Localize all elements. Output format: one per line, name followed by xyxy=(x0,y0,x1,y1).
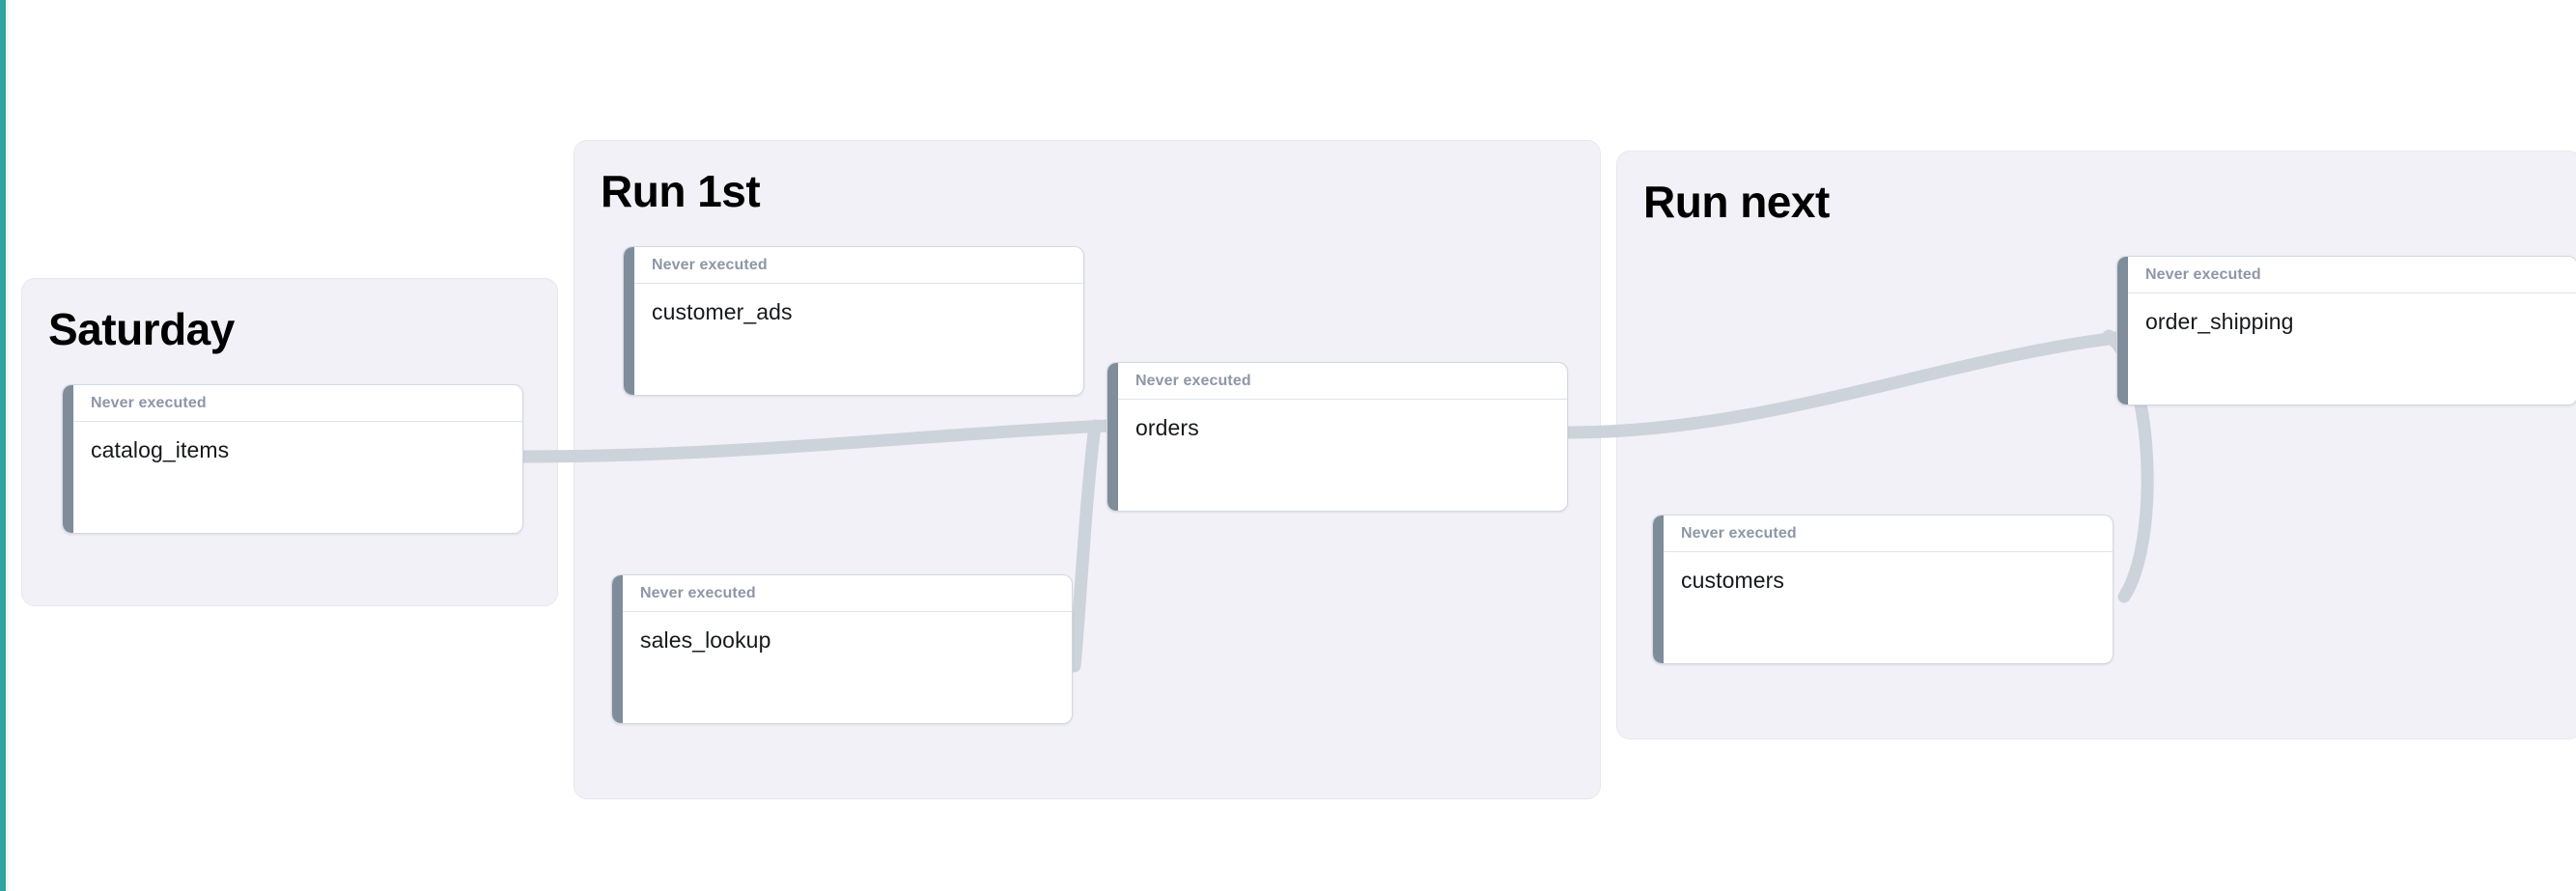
node-card-customers[interactable]: Never executed customers xyxy=(1652,515,2114,664)
node-status-accent-bar xyxy=(624,247,634,395)
node-name-label: order_shipping xyxy=(2145,309,2294,334)
node-body: Never executed order_shipping xyxy=(2128,257,2576,404)
node-name-label: catalog_items xyxy=(91,437,230,462)
node-name-label: sales_lookup xyxy=(640,627,771,653)
node-body: Never executed customers xyxy=(1664,515,2113,663)
node-status-label: Never executed xyxy=(634,247,1083,284)
node-name-label: customer_ads xyxy=(652,299,793,324)
node-card-catalog-items[interactable]: Never executed catalog_items xyxy=(62,384,523,534)
group-title-run-1st: Run 1st xyxy=(601,166,761,216)
node-body: Never executed sales_lookup xyxy=(623,575,1072,723)
node-status-label: Never executed xyxy=(2128,257,2576,293)
node-card-sales-lookup[interactable]: Never executed sales_lookup xyxy=(611,574,1073,724)
node-status-accent-bar xyxy=(612,575,623,723)
node-status-label: Never executed xyxy=(1118,363,1567,400)
node-body: Never executed orders xyxy=(1118,363,1567,511)
group-title-saturday: Saturday xyxy=(48,304,235,354)
left-accent-rail xyxy=(0,0,6,891)
node-body: Never executed customer_ads xyxy=(634,247,1083,395)
node-name-label: customers xyxy=(1681,568,1784,593)
node-name-label: orders xyxy=(1135,415,1199,440)
node-status-accent-bar xyxy=(2117,257,2128,404)
node-status-accent-bar xyxy=(63,385,73,533)
node-status-label: Never executed xyxy=(623,575,1072,612)
node-status-label: Never executed xyxy=(1664,515,2113,552)
node-status-accent-bar xyxy=(1107,363,1118,511)
left-rail-shadow xyxy=(6,0,9,891)
node-card-order-shipping[interactable]: Never executed order_shipping xyxy=(2116,256,2576,405)
node-status-label: Never executed xyxy=(73,385,522,422)
group-title-run-next: Run next xyxy=(1643,177,1830,227)
node-card-orders[interactable]: Never executed orders xyxy=(1106,362,1568,512)
node-body: Never executed catalog_items xyxy=(73,385,522,533)
node-status-accent-bar xyxy=(1653,515,1664,663)
node-card-customer-ads[interactable]: Never executed customer_ads xyxy=(623,246,1084,396)
